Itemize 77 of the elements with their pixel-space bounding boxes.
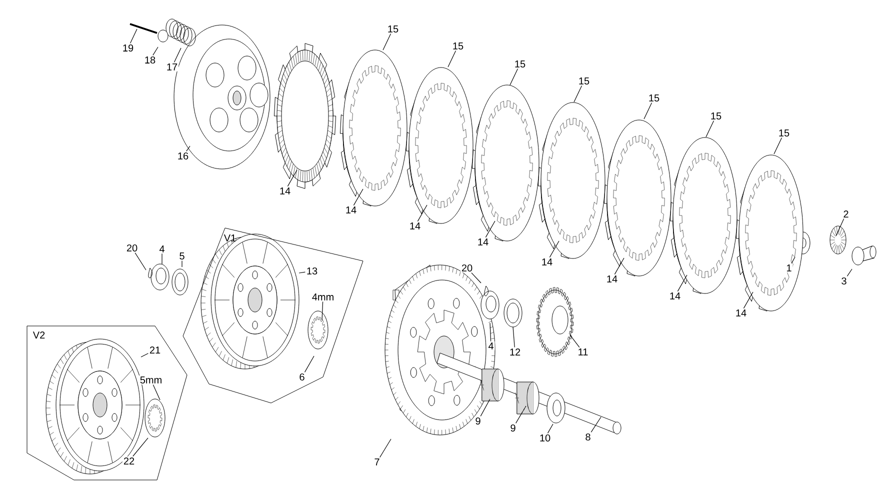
leader-line [380, 438, 392, 458]
leader-line [448, 50, 456, 68]
callout-number: 20 [460, 263, 474, 273]
leader-line [846, 268, 852, 276]
leader-line [743, 292, 754, 309]
callout-number: 9 [509, 423, 517, 433]
leader-line [140, 353, 148, 358]
leader-line [186, 146, 190, 152]
callout-number: 11 [576, 348, 590, 356]
leader-line [516, 406, 526, 424]
leader-line [304, 356, 314, 372]
callout-number: 10 [538, 433, 552, 443]
callout-number: 14 [476, 238, 490, 246]
callout-number: 16 [176, 151, 190, 161]
callout-number: 4 [158, 244, 166, 254]
leader-line [152, 384, 160, 400]
leader-line [490, 322, 492, 342]
callout-number: 15 [513, 60, 527, 68]
callout-number: 3 [840, 276, 848, 286]
leader-line [644, 102, 652, 120]
callout-number: 15 [451, 42, 465, 50]
callout-number: 4mm [310, 292, 336, 302]
callout-number: 19 [121, 43, 135, 53]
leader-line [590, 416, 602, 432]
callout-number: 14 [668, 292, 682, 300]
leader-line [574, 85, 582, 102]
leader-line [791, 256, 796, 264]
leader-line [549, 240, 560, 258]
leader-line [174, 48, 182, 63]
leader-line [382, 33, 392, 50]
callout-number: 15 [709, 112, 723, 120]
callout-number: 1 [785, 264, 793, 272]
callout-number: 15 [577, 76, 591, 86]
leader-line [836, 218, 844, 236]
callout-number: 20 [125, 243, 139, 253]
leader-line [130, 28, 138, 44]
callout-number: 15 [386, 24, 400, 34]
leader-line [152, 46, 158, 56]
callout-number: 5mm [138, 376, 164, 384]
callout-number: 6 [298, 372, 306, 382]
callout-number: 14 [278, 186, 292, 196]
leader-line [471, 272, 482, 284]
callout-number: 15 [647, 94, 661, 102]
callout-number: 2 [842, 210, 850, 218]
leader-line [480, 398, 490, 416]
leader-line [485, 220, 496, 238]
leader-line [287, 170, 298, 187]
leader-line [547, 424, 554, 434]
callout-number: 17 [165, 62, 179, 72]
leader-line [417, 204, 428, 222]
callout-number: 7 [373, 458, 381, 466]
callout-number: 14 [734, 308, 748, 318]
leader-line [706, 120, 714, 138]
callout-number: 14 [605, 274, 619, 284]
leader-line [322, 301, 324, 320]
callout-number: 4 [487, 342, 495, 350]
callout-number: 12 [508, 348, 522, 356]
leader-line [774, 137, 782, 154]
leader-line [134, 252, 146, 270]
callout-number: 9 [474, 416, 482, 426]
callout-number: 21 [148, 346, 162, 354]
callout-number: 8 [584, 432, 592, 442]
leader-line [132, 438, 148, 457]
callout-number: 13 [305, 266, 319, 276]
leader-line [677, 274, 688, 292]
leader-line [570, 334, 580, 348]
leader-line [353, 188, 364, 206]
leader-line [510, 68, 518, 86]
callout-number: 14 [344, 206, 358, 214]
callout-number: 18 [143, 55, 157, 65]
callout-number: 14 [540, 258, 554, 266]
leader-line [298, 272, 306, 274]
leader-line [614, 258, 624, 275]
leader-line [512, 326, 515, 348]
callout-number: 22 [122, 456, 136, 466]
callout-number: 14 [408, 222, 422, 230]
callout-number: 15 [777, 128, 791, 138]
